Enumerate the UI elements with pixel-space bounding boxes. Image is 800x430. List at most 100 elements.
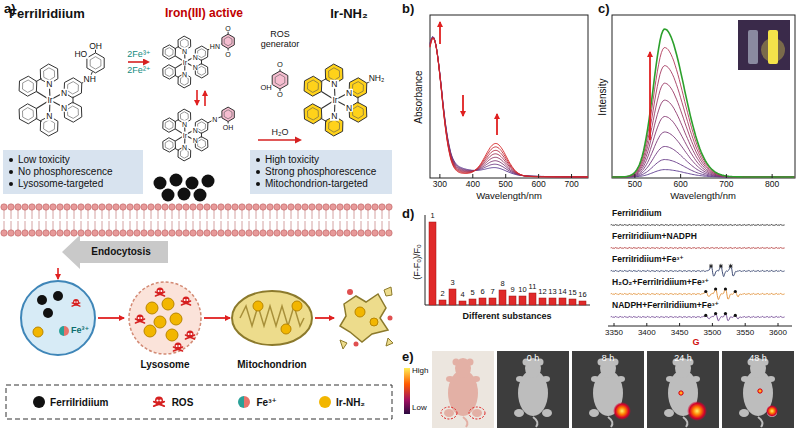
peak-star <box>729 265 733 267</box>
bar-number: 15 <box>568 289 576 298</box>
tick-label: 700 <box>719 180 733 190</box>
lipid-head <box>197 204 203 210</box>
lipid-head <box>379 230 385 236</box>
atom-label: N <box>192 126 199 133</box>
lipid-head <box>218 204 224 210</box>
lipid-tail <box>284 221 285 230</box>
bond <box>358 97 359 104</box>
absorption-curve <box>430 37 588 177</box>
lipid-head <box>176 230 182 236</box>
lipid-head <box>85 204 91 210</box>
legend-item: Fe³⁺ <box>236 394 277 410</box>
bond <box>321 118 327 122</box>
debris <box>388 316 393 321</box>
compound-panel: Iron(III) active <box>150 4 258 172</box>
lipid-tail <box>53 210 54 219</box>
bar <box>569 299 576 305</box>
lipid-tail <box>319 221 320 230</box>
atom-label: Ir <box>182 132 188 139</box>
lipid-tail <box>263 210 264 219</box>
tick <box>680 174 681 178</box>
aromatic-ring <box>163 65 176 79</box>
trace-label: NADPH+FerriIridiium+Fe³⁺ <box>612 301 719 311</box>
lipid-head <box>197 230 203 236</box>
lipid-tail <box>319 210 320 219</box>
lipid-tail <box>53 221 54 230</box>
atom-label: N <box>181 120 188 127</box>
lipid-head <box>8 230 14 236</box>
lipid-tail <box>137 221 138 230</box>
bar-number: 13 <box>548 288 556 297</box>
lipid-tail <box>193 221 194 230</box>
atom-label: N <box>60 103 68 112</box>
vial <box>768 30 778 64</box>
edge-label: H₂O <box>271 127 290 137</box>
lipid-tail <box>172 221 173 230</box>
aromatic-bond <box>180 149 188 158</box>
lipid-head <box>358 204 364 210</box>
bar-number: 16 <box>578 291 586 300</box>
axis-title: Absorbance <box>413 70 425 123</box>
lipid-head <box>36 230 42 236</box>
bar <box>429 222 436 305</box>
fluorescence-signal <box>757 388 763 394</box>
lipid-tail <box>256 210 257 219</box>
lipid-tail <box>46 210 47 219</box>
legend-symbol <box>151 394 167 410</box>
lipid-head <box>323 204 329 210</box>
absorption-curve <box>430 37 588 177</box>
bond <box>175 75 179 78</box>
peak-dot <box>724 312 727 315</box>
lipid-head <box>344 230 350 236</box>
epr-trace <box>611 225 785 226</box>
tick <box>538 174 539 178</box>
skull <box>73 299 79 305</box>
ir-nh2-particle <box>144 325 156 337</box>
skull <box>137 315 144 322</box>
lipid-head <box>162 230 168 236</box>
lipid-head <box>120 204 126 210</box>
lipid-tail <box>249 221 250 230</box>
lipid-head <box>302 204 308 210</box>
organelle-label: Mitochondrion <box>237 359 306 371</box>
tick-label: 3400 <box>638 328 656 337</box>
lipid-tail <box>221 221 222 230</box>
property-row: Low toxicity <box>9 154 137 166</box>
lipid-tail <box>235 221 236 230</box>
lipid-head <box>64 204 70 210</box>
lysosome <box>21 281 95 355</box>
lipid-tail <box>67 221 68 230</box>
skull-eye <box>74 301 76 303</box>
tick-label: 400 <box>466 180 480 190</box>
legend-swatch <box>33 396 45 408</box>
atom-label: N <box>330 80 338 89</box>
atom-label: Ir <box>182 59 188 66</box>
aromatic-bond <box>224 37 232 46</box>
panel-letter: d) <box>402 207 414 222</box>
absorption-curve <box>430 38 588 177</box>
bar <box>449 289 456 305</box>
lipid-tail <box>158 210 159 219</box>
lipid-tail <box>74 221 75 230</box>
atom-label: N <box>192 53 199 60</box>
lipid-head <box>232 230 238 236</box>
lipid-head <box>43 204 49 210</box>
lipid-tail <box>368 221 369 230</box>
lipid-tail <box>165 210 166 219</box>
axis-title: Wavelength/nm <box>476 191 542 202</box>
bar <box>579 301 586 305</box>
mouse-photo <box>432 351 494 428</box>
lipid-tail <box>123 221 124 230</box>
lipid-tail <box>130 210 131 219</box>
lipid-tail <box>179 210 180 219</box>
fluorescence-signal <box>766 405 778 417</box>
aromatic-bond <box>90 57 101 69</box>
trend-arrow <box>496 114 498 135</box>
fragment <box>340 340 347 349</box>
process-arrow <box>98 317 124 319</box>
lipid-head <box>302 230 308 236</box>
lipid-head <box>225 204 231 210</box>
atom-label: Ir <box>46 96 53 105</box>
ir-nh2-particle <box>170 313 182 325</box>
property-row: High toxicity <box>256 154 386 166</box>
